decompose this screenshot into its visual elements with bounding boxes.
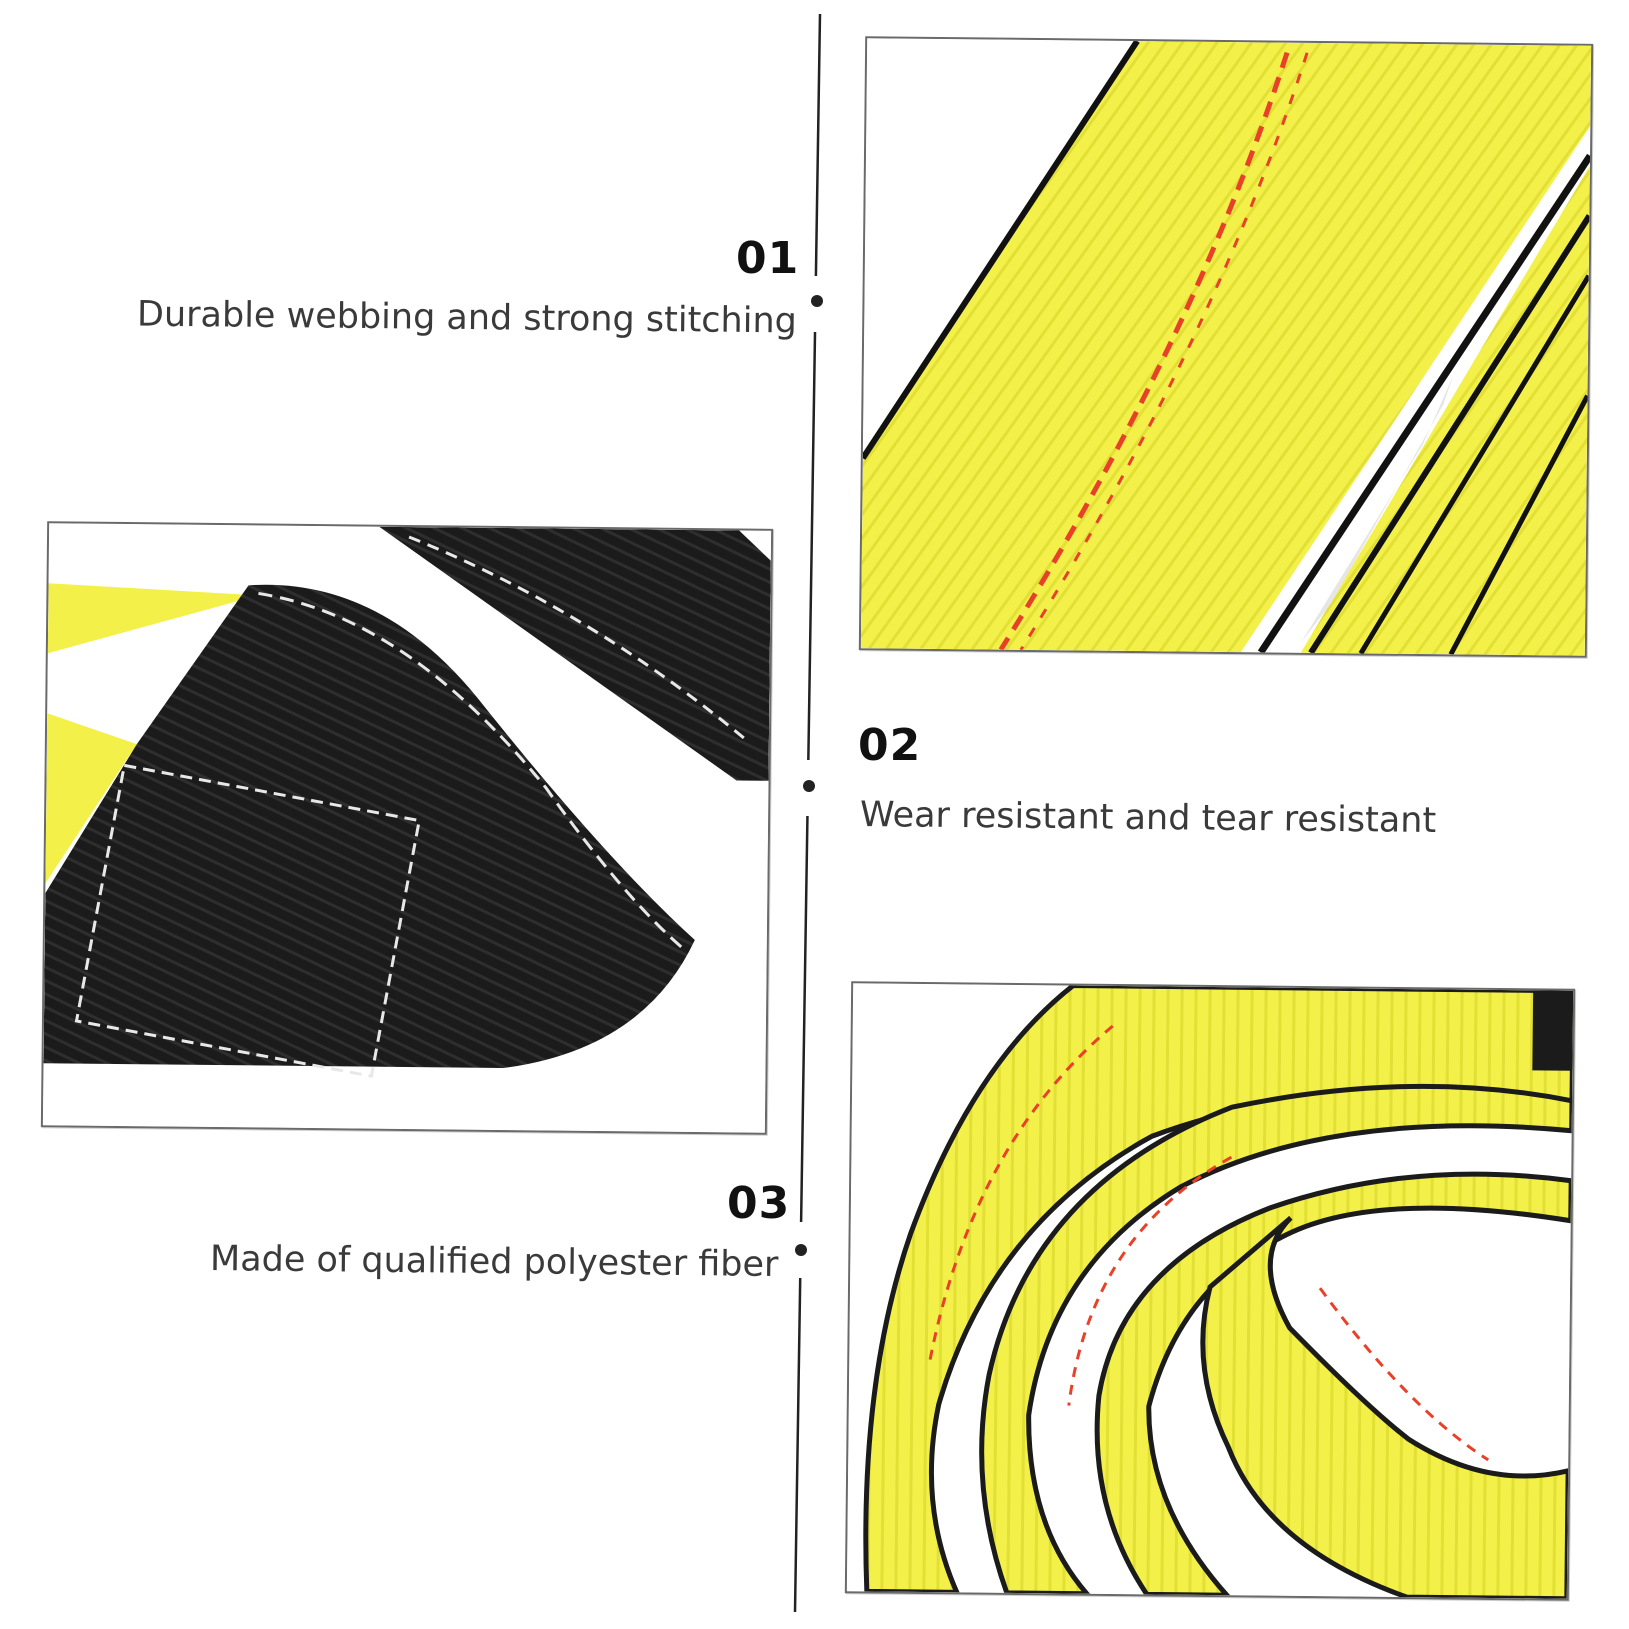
- feature-number-03: 03: [727, 1178, 791, 1229]
- product-photo-webbing-closeup: [858, 36, 1594, 658]
- feature-number-02: 02: [858, 720, 922, 771]
- feature-text-02: Wear resistant and tear resistant: [859, 794, 1437, 842]
- feature-dot-02: [803, 780, 815, 792]
- product-photo-coiled-strap: [844, 981, 1576, 1601]
- feature-number-01: 01: [736, 233, 800, 284]
- feature-dot-03: [795, 1244, 807, 1256]
- feature-dot-01: [811, 295, 823, 307]
- feature-text-01: Durable webbing and strong stitching: [136, 294, 798, 342]
- product-photo-black-loop: [40, 521, 774, 1135]
- feature-text-03: Made of qualified polyester fiber: [209, 1239, 779, 1285]
